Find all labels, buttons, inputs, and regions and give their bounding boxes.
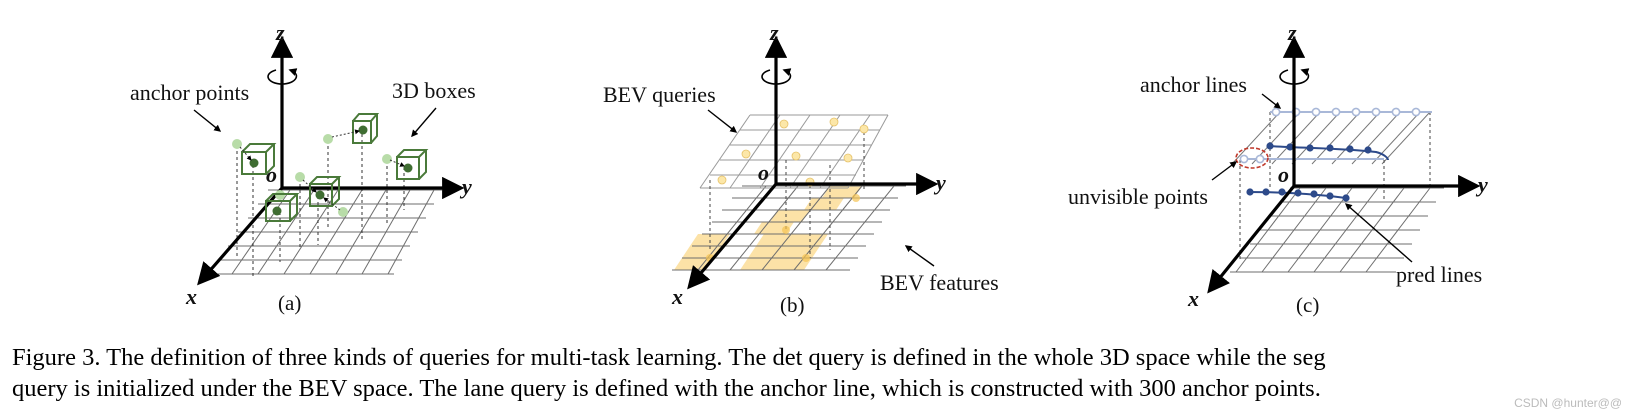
panel-a-rotation-icon [267, 68, 298, 85]
panel-b-feature-highlights [674, 186, 862, 270]
panel-b-bev-features-pointer [904, 245, 935, 267]
box-5 [265, 193, 300, 222]
panel-c-origin-label: o [1278, 162, 1289, 187]
panel-a-origin-label: o [266, 162, 277, 187]
panel-a-x-label: x [185, 284, 197, 309]
panel-c-pred-lines-pointer [1344, 203, 1413, 263]
panel-a-drop-lines [236, 128, 405, 276]
panel-c-y-label: y [1475, 172, 1488, 197]
panel-a-z-label: z [275, 20, 285, 45]
panel-c-pred-points-lower [1246, 188, 1350, 202]
panel-a-3d-boxes [241, 113, 429, 222]
caption-line-2: query is initialized under the BEV space… [12, 375, 1321, 402]
panel-b-y-label: y [933, 170, 946, 195]
panel-b-bev-queries-label: BEV queries [603, 82, 716, 107]
box-3 [396, 149, 429, 180]
panel-c-unvisible-points-label: unvisible points [1068, 184, 1208, 209]
panel-c-anchor-lines-label: anchor lines [1140, 72, 1247, 97]
panel-a-anchor-points [232, 134, 392, 217]
panel-b-x-label: x [671, 284, 683, 309]
panel-c-z-label: z [1287, 20, 1297, 45]
panel-b-bev-queries-pointer [707, 109, 738, 133]
panel-b-rotation-icon [761, 68, 792, 85]
panel-b-origin-label: o [758, 160, 769, 185]
panel-a-anchor-points-label: anchor points [130, 80, 249, 105]
panel-c: z y x o anchor lines unvisible points pr… [1068, 20, 1488, 317]
box-4 [309, 176, 342, 207]
figure-caption: Figure 3. The definition of three kinds … [12, 342, 1624, 404]
panel-b: z y x o BEV queries BEV features (b) [603, 20, 999, 317]
panel-c-pred-lines-label: pred lines [1396, 262, 1482, 287]
panel-a: z y x o [130, 20, 476, 315]
panel-a-offsets [239, 129, 405, 211]
panel-b-drop-lines [709, 132, 865, 258]
panel-c-unvisible-points-pointer [1211, 161, 1238, 181]
panel-c-ground-grid [1230, 187, 1444, 273]
panel-c-unvisible-ring [1235, 147, 1269, 169]
panel-c-drop-lines [1239, 112, 1431, 262]
panel-a-x-axis [197, 186, 284, 286]
panel-a-ground-grid [208, 189, 442, 275]
panel-b-bev-features-label: BEV features [880, 270, 999, 295]
panel-c-x-axis [1207, 184, 1296, 294]
panel-a-3d-boxes-label: 3D boxes [392, 78, 476, 103]
panel-c-sublabel: (c) [1296, 293, 1319, 317]
panel-c-rotation-icon [1279, 68, 1310, 85]
panel-b-x-axis [687, 182, 778, 290]
panel-a-y-label: y [459, 174, 472, 199]
caption-line-1: Figure 3. The definition of three kinds … [12, 344, 1326, 371]
panel-c-anchor-lines-pointer [1261, 93, 1282, 109]
panel-a-3d-boxes-pointer [411, 107, 437, 138]
panel-c-x-label: x [1187, 286, 1199, 311]
panel-b-z-label: z [769, 20, 779, 45]
panel-c-unvisible-points [1239, 154, 1265, 164]
panel-c-pred-points-upper [1266, 142, 1372, 154]
panel-a-sublabel: (a) [278, 291, 301, 315]
panel-b-feature-points [706, 194, 860, 262]
box-1 [241, 143, 277, 175]
panel-b-sublabel: (b) [780, 293, 805, 317]
panel-a-anchor-points-pointer [193, 109, 222, 132]
panel-a-box-centers [249, 125, 413, 216]
watermark: CSDN @hunter@@ [1514, 396, 1622, 410]
